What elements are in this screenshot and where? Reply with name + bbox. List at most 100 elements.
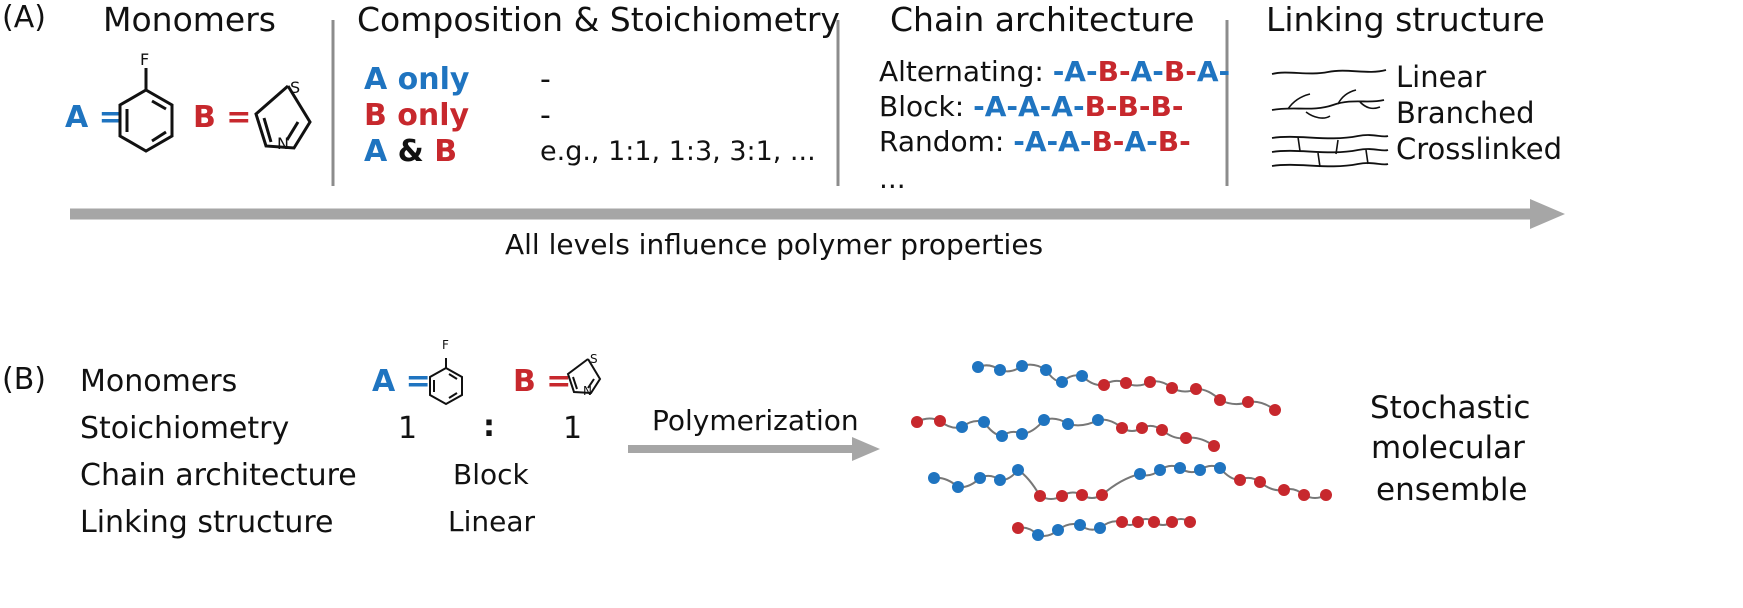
linear-chain-sketch	[1271, 69, 1387, 75]
monomer-b-bead	[1278, 484, 1290, 496]
monomer-b-label: B =	[193, 100, 252, 135]
result-line-3: ensemble	[1376, 472, 1528, 508]
monomer-a-bead	[1062, 418, 1074, 430]
monomer-a-bead	[994, 364, 1006, 376]
header-composition: Composition & Stoichiometry	[357, 0, 840, 39]
thiazole-structure	[254, 84, 312, 150]
ratio-separator: :	[483, 409, 495, 444]
crosslinked-sketch	[1271, 134, 1389, 140]
monomer-a-bead	[1032, 529, 1044, 541]
random-row: Random: -A-A-B-A-B-	[879, 125, 1191, 158]
composition-a: A	[364, 134, 388, 169]
monomer-a-bead	[1214, 462, 1226, 474]
monomer-b-bead	[1298, 489, 1310, 501]
panel-a-tag: (A)	[2, 0, 46, 35]
monomer-a-bead	[1092, 414, 1104, 426]
header-chain-architecture: Chain architecture	[890, 0, 1195, 39]
fluorine-atom: F	[140, 50, 150, 69]
b-sulfur-atom: S	[590, 352, 598, 366]
monomer-b-bead	[934, 415, 946, 427]
monomer-a-bead	[1012, 464, 1024, 476]
composition-a-and-b: A & B	[364, 134, 457, 169]
monomer-b-bead	[1096, 489, 1108, 501]
monomer-b-bead	[1116, 422, 1128, 434]
monomer-a-bead	[1016, 428, 1028, 440]
result-line-2: molecular	[1371, 430, 1525, 466]
monomer-b-bead	[1116, 516, 1128, 528]
ratio-a: 1	[398, 411, 418, 446]
monomer-b-bead	[1190, 383, 1202, 395]
row-stoichiometry: Stoichiometry	[80, 411, 290, 446]
monomer-a-bead	[1052, 524, 1064, 536]
monomer-b-bead	[1254, 476, 1266, 488]
monomer-b-bead	[1234, 474, 1246, 486]
alternating-row: Alternating: -A-B-A-B-A-	[879, 55, 1230, 88]
monomer-b-bead	[911, 416, 923, 428]
random-sequence: -A-A-B-A-B-	[1013, 125, 1191, 158]
monomer-b-bead	[1012, 522, 1024, 534]
monomer-b-bead	[1156, 424, 1168, 436]
monomer-b-bead	[1076, 489, 1088, 501]
levels-caption: All levels influence polymer properties	[505, 228, 1044, 261]
polymer-chain-backbone-4	[1017, 518, 1191, 537]
composition-b-only-value: -	[540, 98, 551, 133]
monomer-b-bead	[1056, 490, 1068, 502]
monomer-b-bead	[1208, 440, 1220, 452]
monomer-b-bead	[1180, 432, 1192, 444]
linking-sketches	[1271, 69, 1389, 168]
ratio-b: 1	[563, 411, 583, 446]
monomer-a-bead	[978, 416, 990, 428]
b-fluorobenzene-structure	[429, 358, 463, 406]
monomer-a-bead	[1194, 464, 1206, 476]
monomer-a-bead	[1016, 360, 1028, 372]
polymerization-label: Polymerization	[652, 404, 859, 437]
monomer-a-bead	[972, 361, 984, 373]
monomer-a-bead	[928, 472, 940, 484]
monomer-b-bead	[1034, 490, 1046, 502]
monomer-a-bead	[996, 430, 1008, 442]
nitrogen-atom: N	[277, 134, 289, 153]
monomer-a-bead	[1056, 376, 1068, 388]
monomer-b-bead	[1320, 489, 1332, 501]
monomer-a-bead	[1076, 370, 1088, 382]
monomer-a-bead	[1094, 522, 1106, 534]
monomer-a-label: A =	[65, 100, 124, 135]
monomer-a-bead	[1038, 414, 1050, 426]
b-thiazole-structure	[566, 358, 602, 395]
monomer-b-bead	[1166, 516, 1178, 528]
block-sequence: -A-A-A-B-B-B-	[973, 90, 1184, 123]
block-label: Block:	[879, 90, 965, 123]
b-nitrogen-atom: N	[583, 384, 592, 398]
composition-ratio-examples: e.g., 1:1, 1:3, 3:1, ...	[540, 136, 816, 167]
b-monomer-a-label: A =	[372, 364, 431, 399]
header-linking-structure: Linking structure	[1266, 0, 1545, 39]
row-monomers: Monomers	[80, 364, 238, 399]
linking-crosslinked: Crosslinked	[1396, 132, 1562, 166]
sulfur-atom: S	[290, 78, 301, 97]
row-chain-architecture: Chain architecture	[80, 458, 357, 493]
monomer-a-bead	[956, 421, 968, 433]
monomer-b-bead	[1166, 382, 1178, 394]
alternating-label: Alternating:	[879, 55, 1044, 88]
alternating-sequence: -A-B-A-B-A-	[1052, 55, 1231, 88]
linking-linear: Linear	[1396, 60, 1487, 94]
random-label: Random:	[879, 125, 1005, 158]
linking-branched: Branched	[1396, 96, 1535, 130]
monomer-a-bead	[952, 481, 964, 493]
monomer-b-bead	[1184, 516, 1196, 528]
b-fluorine-atom: F	[442, 338, 449, 352]
monomer-b-bead	[1144, 376, 1156, 388]
header-monomers: Monomers	[103, 0, 276, 39]
composition-b: B	[434, 134, 458, 169]
monomer-b-bead	[1242, 396, 1254, 408]
b-linking-value: Linear	[448, 505, 536, 538]
composition-amp: &	[387, 134, 435, 169]
row-linking-structure: Linking structure	[80, 505, 334, 540]
monomer-b-bead	[1120, 377, 1132, 389]
monomer-a-bead	[1134, 468, 1146, 480]
monomer-a-bead	[994, 474, 1006, 486]
monomer-b-bead	[1132, 516, 1144, 528]
